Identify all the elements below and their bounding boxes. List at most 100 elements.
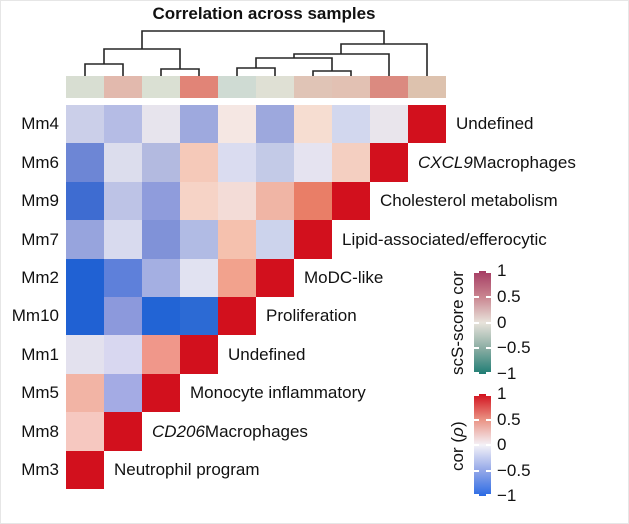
module-label-text: Lipid-associated/efferocytic	[342, 229, 547, 249]
module-label: Proliferation	[266, 297, 357, 335]
colorbar-tick-mark	[486, 494, 491, 496]
dendrogram-branch	[141, 30, 385, 49]
heatmap-cell	[142, 220, 180, 259]
heatmap-diagonal-cell	[142, 374, 180, 412]
module-label-text: Undefined	[228, 344, 306, 364]
colorbar-tick-mark	[474, 295, 479, 298]
module-label-italic: CXCL9	[418, 152, 473, 172]
module-label-text: Neutrophil program	[114, 460, 260, 479]
annotation-cell	[104, 76, 142, 98]
colorbar-tick-mark	[486, 418, 491, 421]
heatmap-cell	[104, 335, 142, 374]
dendrogram-branch	[236, 67, 276, 76]
dendrogram-branch	[255, 57, 333, 71]
colorbar-tick-mark	[474, 321, 479, 324]
colorbar-tick-label: −0.5	[497, 338, 531, 358]
colorbar-tick-mark	[486, 372, 491, 374]
module-label: Cholesterol metabolism	[380, 182, 558, 220]
annotation-cell	[66, 76, 104, 98]
colorbar-tick-mark	[486, 469, 491, 472]
module-label-text: Monocyte inflammatory	[190, 383, 366, 402]
module-label: Undefined	[456, 105, 534, 143]
row-label: Mm7	[21, 229, 59, 249]
heatmap-cell	[66, 412, 104, 451]
heatmap-cell	[218, 105, 256, 143]
annotation-cell	[256, 76, 294, 98]
heatmap-diagonal-cell	[180, 335, 218, 374]
heatmap-cell	[142, 297, 180, 335]
annotation-cell	[180, 76, 218, 98]
heatmap-cell	[294, 182, 332, 220]
module-label: CD206 Macrophages	[152, 412, 308, 451]
heatmap-cell	[66, 297, 104, 335]
heatmap-diagonal-cell	[104, 412, 142, 451]
colorbar-tick-label: 0.5	[497, 409, 521, 429]
row-label: Mm2	[21, 268, 59, 287]
colorbar-tick-mark	[486, 271, 491, 273]
colorbar-tick-mark	[486, 321, 491, 324]
colorbar-tick-mark	[486, 295, 491, 298]
colorbar-tick-mark	[474, 469, 479, 472]
row-label: Mm1	[21, 344, 59, 364]
module-label: Undefined	[228, 335, 306, 374]
heatmap-diagonal-cell	[370, 143, 408, 182]
module-label: Monocyte inflammatory	[190, 374, 366, 412]
heatmap-diagonal-cell	[218, 297, 256, 335]
row-label: Mm4	[21, 114, 59, 133]
figure-title: Correlation across samples	[152, 4, 376, 23]
dendrogram-branch	[84, 63, 124, 76]
colorbar-tick-label: −0.5	[497, 460, 531, 480]
heatmap-cell	[294, 105, 332, 143]
colorbar-tick-label: 1	[497, 384, 507, 403]
heatmap-cell	[66, 182, 104, 220]
colorbar-tick-mark	[486, 347, 491, 350]
colorbar-tick-label: 0.5	[497, 286, 521, 306]
cor-colorbar	[474, 394, 491, 496]
colorbar-tick-mark	[474, 444, 479, 446]
module-label-text: MoDC-like	[304, 268, 384, 287]
heatmap-diagonal-cell	[294, 220, 332, 259]
heatmap-cell	[104, 220, 142, 259]
row-label: Mm9	[21, 191, 59, 210]
module-label-text: Macrophages	[472, 152, 576, 172]
heatmap-cell	[66, 335, 104, 374]
module-label-italic: CD206	[152, 421, 205, 441]
colorbar-tick-mark	[474, 347, 479, 350]
row-label: Mm3	[21, 460, 59, 479]
heatmap-cell	[142, 143, 180, 182]
annotation-cell	[408, 76, 446, 98]
heatmap-cell	[104, 143, 142, 182]
heatmap-cell	[142, 182, 180, 220]
annotation-cell	[218, 76, 256, 98]
annotation-cell	[294, 76, 332, 98]
annotation-cell	[332, 76, 370, 98]
dendrogram-branch	[160, 68, 200, 76]
heatmap-cell	[66, 259, 104, 297]
module-label: MoDC-like	[304, 259, 383, 297]
heatmap-cell	[332, 143, 370, 182]
heatmap-diagonal-cell	[256, 259, 294, 297]
heatmap-cell	[180, 143, 218, 182]
colorbar-tick-mark	[486, 444, 491, 446]
module-label-text: Cholesterol metabolism	[380, 191, 558, 210]
heatmap-cell	[66, 374, 104, 412]
heatmap-cell	[256, 182, 294, 220]
heatmap-cell	[294, 143, 332, 182]
colorbar-tick-label: −1	[497, 364, 517, 383]
colorbar-tick-label: 0	[497, 435, 507, 454]
dendrogram	[84, 30, 428, 76]
heatmap-cell	[66, 220, 104, 259]
module-label-text: Undefined	[456, 114, 534, 133]
heatmap-cell	[218, 259, 256, 297]
heatmap-cell	[256, 105, 294, 143]
row-label: Mm10	[11, 306, 59, 325]
module-label: CXCL9 Macrophages	[418, 143, 576, 182]
heatmap-cell	[104, 259, 142, 297]
heatmap-diagonal-cell	[332, 182, 370, 220]
module-label-text: Proliferation	[266, 306, 357, 325]
colorbar-tick-label: 1	[497, 261, 507, 280]
heatmap-cell	[218, 182, 256, 220]
colorbar-tick-mark	[486, 394, 491, 396]
heatmap-cell	[104, 297, 142, 335]
